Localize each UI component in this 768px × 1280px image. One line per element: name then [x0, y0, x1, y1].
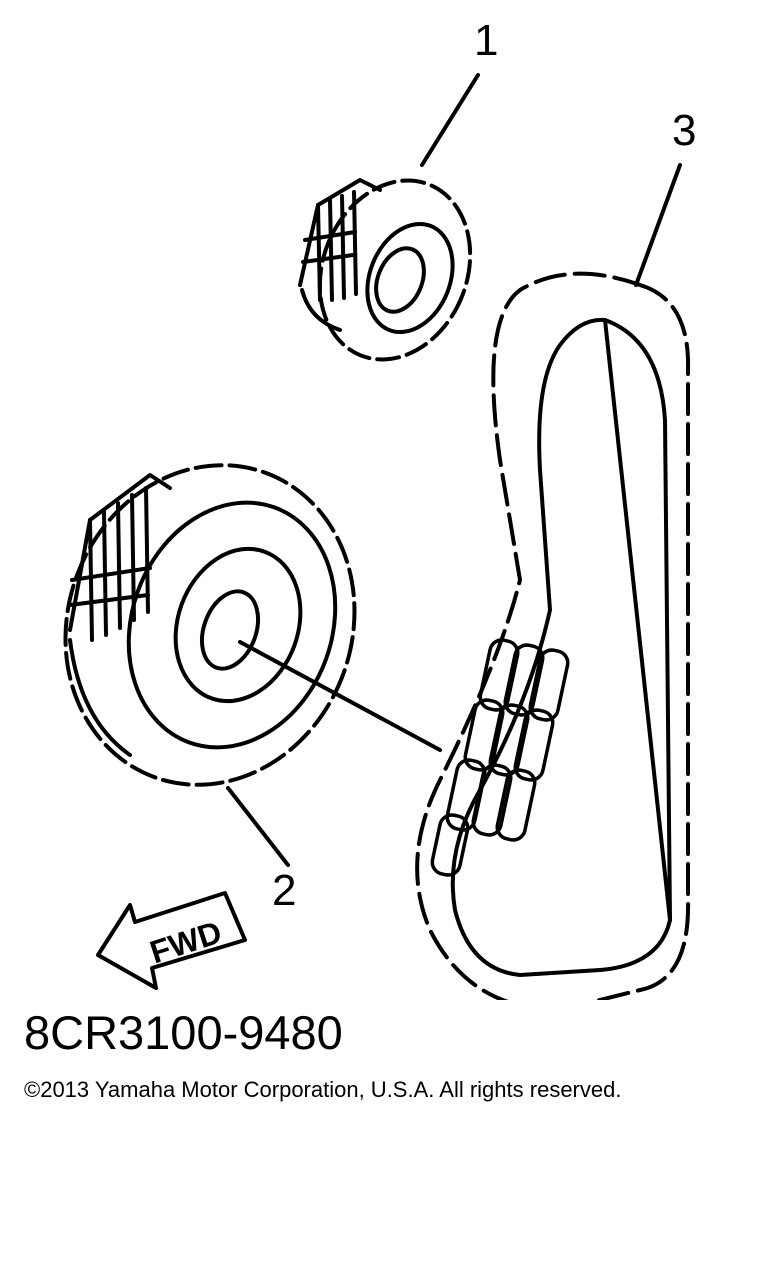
leader-line-1 [420, 73, 480, 167]
callout-1: 1 [474, 16, 498, 65]
fwd-label: FWD [146, 914, 226, 971]
large-sprocket [63, 463, 357, 787]
copyright-notice: ©2013 Yamaha Motor Corporation, U.S.A. A… [24, 1077, 622, 1102]
part-number: 8CR3100-9480 [24, 1006, 343, 1059]
leader-line-2 [226, 786, 290, 867]
leader-line-3 [634, 163, 682, 287]
chain-links [430, 638, 570, 877]
forward-arrow-icon: FWD [96, 891, 247, 990]
callout-3: 3 [672, 106, 696, 155]
drive-chain [415, 271, 691, 1000]
small-sprocket [298, 178, 473, 362]
leader-line-chain [238, 640, 442, 752]
callout-2: 2 [272, 866, 296, 915]
exploded-parts-diagram: 1 3 2 FWD [63, 16, 696, 1000]
